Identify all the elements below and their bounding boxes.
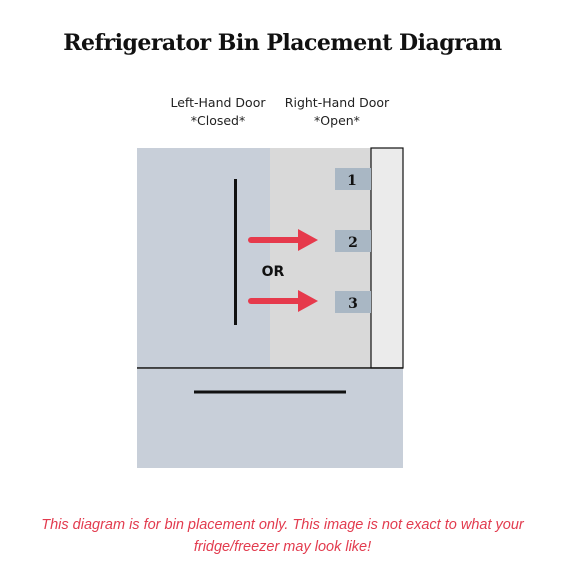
arrow-to-bin-2 [248,229,318,251]
bin-2 [335,230,371,252]
right-door-state: *Open* [314,113,360,128]
left-door-state: *Closed* [190,113,246,128]
left-door-name: Left-Hand Door [170,95,266,110]
or-label: OR [262,264,285,280]
right-door-label: Right-Hand Door *Open* [277,94,397,130]
left-door-panel [137,148,270,368]
arrow-to-bin-3 [248,290,318,312]
bin-3 [335,291,371,313]
bin-1-label: 1 [347,173,357,189]
disclaimer-text: This diagram is for bin placement only. … [41,517,524,555]
right-door-name: Right-Hand Door [284,95,390,110]
right-door-panel [370,147,404,369]
left-door-label: Left-Hand Door *Closed* [158,94,278,130]
bin-3-label: 3 [348,296,358,312]
page-title: Refrigerator Bin Placement Diagram [63,30,502,56]
freezer-drawer [137,369,403,468]
bin-2-label: 2 [348,235,358,251]
bin-1 [335,168,371,190]
